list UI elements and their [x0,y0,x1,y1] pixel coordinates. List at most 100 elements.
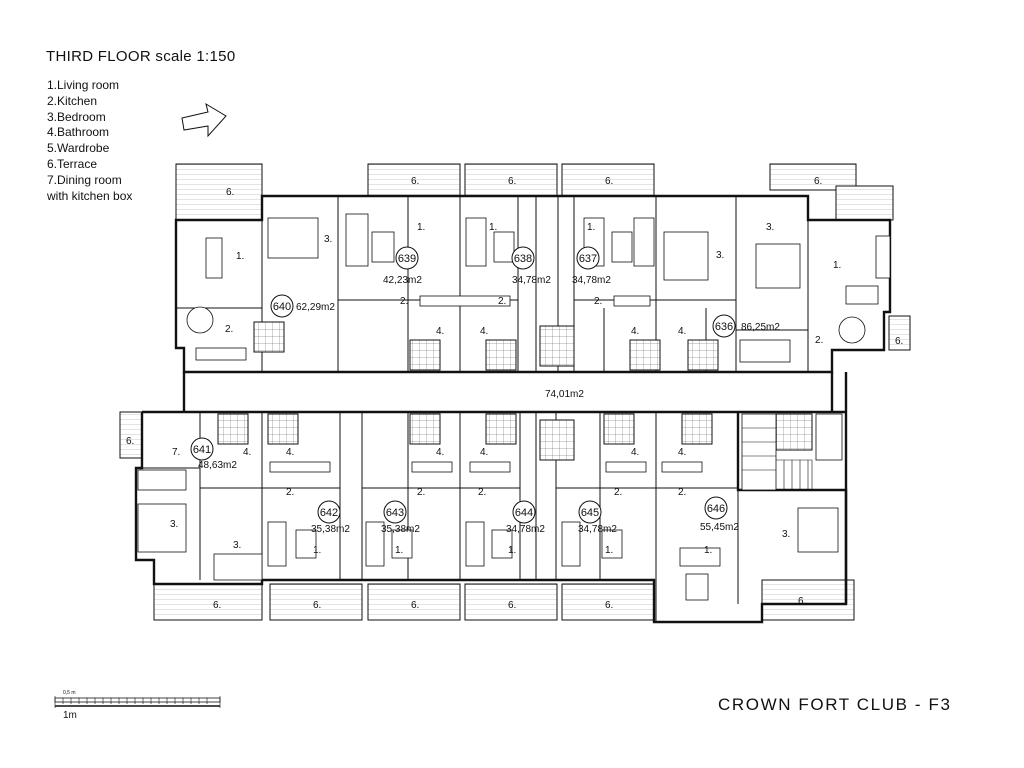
legend-item: 7.Dining room [47,172,122,187]
room-label: 2. [594,296,602,307]
apartment-number: 646 [707,503,725,515]
apartment-areas: 62,29m2 42,23m2 34,78m2 34,78m2 86,25m2 … [198,275,780,535]
apartment-marker [317,500,341,524]
room-label: 4. [243,447,251,458]
room-label: 1. [587,222,595,233]
legend-item: 1.Living room [47,78,120,92]
room-label: 6. [605,600,613,611]
room-label: 6. [213,600,221,611]
apartment-area: 55,45m2 [700,522,739,533]
apartment-number: 641 [193,444,211,456]
room-label: 6. [605,176,613,187]
apartment-marker [578,500,602,524]
legend-item: 3.Bedroom [47,109,106,124]
room-label: 2. [286,487,294,498]
room-label: 4. [286,447,294,458]
apartment-area: 34,78m2 [572,275,611,286]
room-label: 2. [400,296,408,307]
living-labels: 1. 1. 1. 1. 1. 1. 1. 1. 1. 1. [236,222,841,556]
terrace-top [175,163,911,351]
apartment-marker [712,314,736,338]
room-label: 2. [417,487,425,498]
room-label: 3. [170,519,178,530]
drawing-title: THIRD FLOOR scale 1:150 [46,48,236,65]
room-label: 6. [411,600,419,611]
living-furniture [186,213,891,601]
room-label: 6. [226,187,234,198]
room-label: 6. [313,600,321,611]
apartment-number: 644 [515,507,533,519]
apartment-number: 637 [579,253,597,265]
room-label: 1. [704,545,712,556]
room-label: 6. [508,176,516,187]
legend-item: 4.Bathroom [47,125,110,140]
apartment-area: 34,78m2 [578,524,617,535]
apartment-area: 62,29m2 [296,302,335,313]
kitchen-counters [137,295,791,491]
room-legend: 1.Living room 2.Kitchen 3.Bedroom 4.Bath… [47,78,132,204]
apartment-marker [270,294,294,318]
room-label: 2. [478,487,486,498]
room-label: 2. [815,335,823,346]
room-label: 1. [508,545,516,556]
scale-major-label: 1m [63,710,77,721]
room-label: 6. [126,436,134,447]
apartment-markers [190,246,736,524]
room-label: 6. [798,596,806,607]
room-label: 4. [436,447,444,458]
legend-item: 6.Terrace [47,156,98,171]
apartment-number: 638 [514,253,532,265]
apartment-area: 42,23m2 [383,275,422,286]
apartment-area: 35,38m2 [381,524,420,535]
stair-core [741,413,843,491]
room-label: 6. [895,336,903,347]
room-label: 6. [508,600,516,611]
scale-bar [54,696,221,708]
room-label: 3. [324,234,332,245]
room-label: 4. [678,447,686,458]
room-label: 1. [236,251,244,262]
room-label: 1. [417,222,425,233]
beds [137,217,839,581]
legend-item: 2.Kitchen [47,93,98,108]
apartment-number: 642 [320,507,338,519]
legend-item: 5.Wardrobe [47,141,110,156]
apartment-area: 34,78m2 [512,275,551,286]
room-label: 1. [489,222,497,233]
room-label: 7. [172,447,180,458]
apartment-area: 34,78m2 [506,524,545,535]
apartment-marker [511,246,535,270]
corridor-area: 74,01m2 [545,389,584,400]
room-label: 1. [313,545,321,556]
room-label: 3. [716,250,724,261]
north-arrow-icon [181,102,227,138]
apartment-area: 48,63m2 [198,460,237,471]
apartment-number: 645 [581,507,599,519]
room-label: 3. [766,222,774,233]
project-title: CROWN FORT CLUB - F3 [718,695,952,714]
room-label: 3. [233,540,241,551]
apartment-marker [383,500,407,524]
apartment-area: 86,25m2 [741,322,780,333]
bedroom-labels: 3. 3. 3. 3. 3. 3. [170,222,790,551]
apartment-marker [190,437,214,461]
room-label: 3. [782,529,790,540]
room-label: 2. [614,487,622,498]
apartment-marker [512,500,536,524]
apartment-number: 643 [386,507,404,519]
room-label: 4. [480,326,488,337]
room-label: 6. [814,176,822,187]
apartment-numbers: 640 639 638 637 636 641 642 643 644 645 … [193,253,733,519]
apartment-number: 639 [398,253,416,265]
legend-item: with kitchen box [47,188,133,203]
kitchen-labels: 2. 2. 2. 2. 2. 2. 2. 2. 2. 2. [225,296,823,498]
room-label: 1. [833,260,841,271]
room-label: 4. [480,447,488,458]
room-label: 4. [631,447,639,458]
room-label: 1. [395,545,403,556]
room-label: 1. [605,545,613,556]
scale-minor-label: 0,5 m [63,690,76,696]
apartment-number: 640 [273,301,291,313]
interior-walls-bottom [142,412,739,622]
